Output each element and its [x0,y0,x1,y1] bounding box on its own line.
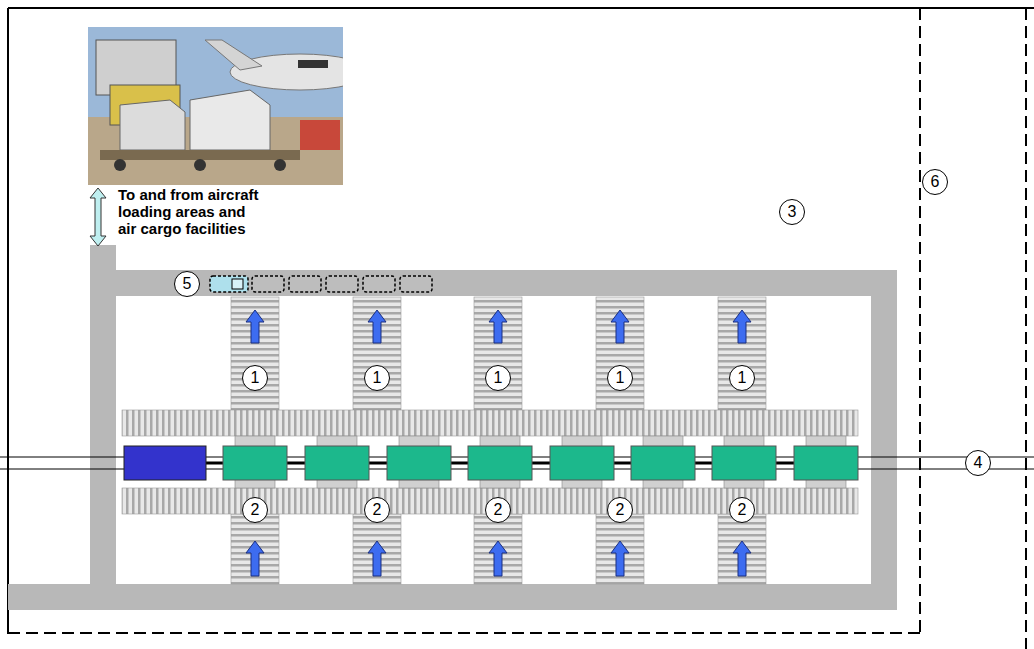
callout-number: 6 [922,169,948,195]
flow-arrow [246,541,264,576]
conveyor [596,297,644,410]
site-boundary [7,8,9,634]
aircraft-windows [298,60,328,68]
dashed-boundary [1025,8,1027,649]
dolly-wheel [274,159,286,171]
callout-number: 1 [729,365,755,391]
conveyor [474,297,522,410]
dolly-wheel [114,159,126,171]
cargo-photo [88,27,343,185]
conveyor [231,514,279,584]
site-boundary [8,7,1034,9]
cargo-cart [363,276,395,292]
flow-arrow [733,541,751,576]
conveyor [231,297,279,410]
locomotive [124,446,206,480]
rail-car [631,446,695,480]
conveyor [718,297,766,410]
rail-car [550,446,614,480]
callout-number: 3 [779,199,805,225]
dashed-boundary [8,632,920,634]
flow-arrow [733,310,751,343]
cargo-cart [289,276,321,292]
callout-number: 4 [965,450,991,476]
callout-number: 2 [729,497,755,523]
flow-arrow [368,541,386,576]
aircraft-wing [205,40,262,70]
service-road [871,270,897,610]
flow-arrow [489,310,507,343]
service-road [90,270,897,296]
note-label: To and from aircraft loading areas and a… [118,186,264,237]
conveyor [353,514,401,584]
callout-number: 1 [607,365,633,391]
dashed-boundary [919,8,921,633]
rail-car [794,446,858,480]
flow-arrow [368,310,386,343]
callout-number: 1 [485,365,511,391]
service-road [8,584,897,610]
callout-number: 2 [242,497,268,523]
cargo-cart [326,276,358,292]
flow-arrow [489,541,507,576]
conveyor [718,514,766,584]
cargo-cart [400,276,432,292]
rail-car [305,446,369,480]
conveyor [474,514,522,584]
rail-car [387,446,451,480]
flow-arrow [611,541,629,576]
cargo-cart [252,276,284,292]
callout-number: 1 [364,365,390,391]
tug-vehicle [210,276,248,292]
callout-number: 2 [607,497,633,523]
conveyor [353,297,401,410]
dolly [100,150,300,160]
callout-number: 1 [242,365,268,391]
rail-car [712,446,776,480]
callout-number: 2 [364,497,390,523]
conveyor [122,410,858,436]
dolly-wheel [194,159,206,171]
conveyor [596,514,644,584]
callout-number: 5 [174,271,200,297]
rail-car [468,446,532,480]
service-road [90,245,116,610]
uld-container [190,90,270,150]
ground-equipment [300,120,340,150]
tug-cab [232,279,243,289]
flow-arrow [246,310,264,343]
callout-number: 2 [485,497,511,523]
double-arrow [90,188,106,246]
flow-arrow [611,310,629,343]
uld-container [120,100,185,150]
rail-car [223,446,287,480]
